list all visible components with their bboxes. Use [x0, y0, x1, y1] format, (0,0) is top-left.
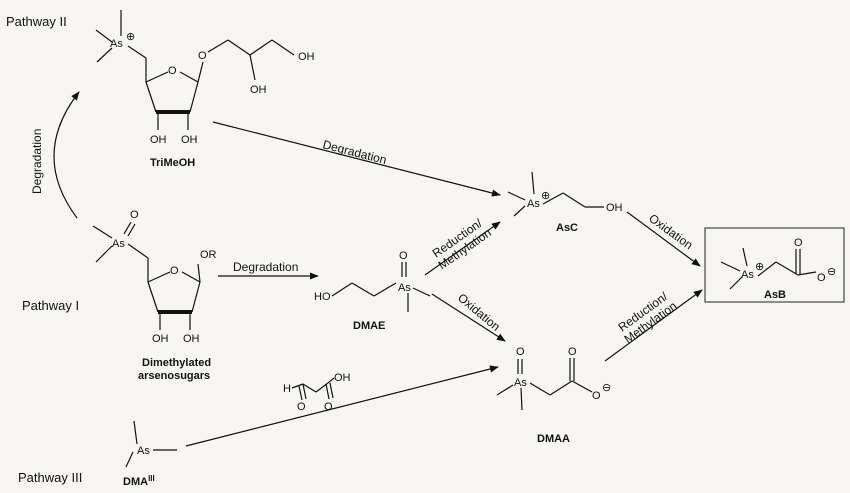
dimethylated-arsenosugar-structure: O As O OH OH OR Dimethylated arsenosugar… — [92, 209, 217, 382]
trimeoh-name: TriMeOH — [150, 157, 195, 169]
dimethylated-ring-o: O — [170, 265, 179, 277]
glyoxylic-oh: OH — [334, 372, 351, 384]
dmaa-charge-minus: ⊖ — [602, 382, 611, 394]
trimeoh-glycosidic-o: O — [198, 50, 207, 62]
asb-carboxylate-o: O — [817, 272, 826, 284]
asb-charge-minus: ⊖ — [827, 266, 836, 278]
dimethylated-as-atom: As — [112, 238, 125, 250]
dmaa-structure: O As O O ⊖ DMAA — [496, 346, 611, 445]
pathway-ii-label: Pathway II — [6, 14, 67, 29]
dmae-as-atom: As — [398, 282, 411, 294]
asb-as-atom: As — [741, 269, 754, 281]
asb-charge: ⊕ — [755, 261, 764, 273]
dma-as-atom: As — [137, 445, 150, 457]
dmaa-carbonyl-o: O — [568, 346, 577, 358]
dmae-name: DMAE — [353, 320, 385, 332]
glyoxylic-o-2: O — [324, 401, 333, 413]
trimeoh-ring-o: O — [168, 65, 177, 77]
degradation-label-vertical: Degradation — [30, 129, 44, 194]
dimethylated-name-line1: Dimethylated — [142, 357, 211, 369]
dimethylated-name-line2: arsenosugars — [138, 370, 210, 382]
trimeoh-oh-glycerol-2: OH — [250, 84, 267, 96]
trimeoh-oh-left: OH — [150, 134, 167, 146]
dmaa-as-atom: As — [514, 377, 527, 389]
asc-oh: OH — [606, 202, 623, 214]
trimeoh-oh-right: OH — [181, 134, 198, 146]
dma-name: DMAIII — [123, 474, 155, 488]
glyoxylic-o-1: O — [297, 401, 306, 413]
asc-as-atom: As — [527, 198, 540, 210]
asc-charge: ⊕ — [541, 190, 550, 202]
dma-iii-structure: As DMAIII — [123, 420, 177, 488]
asb-name: AsB — [764, 289, 786, 301]
dimethylated-oh-left: OH — [152, 333, 169, 345]
dmaa-carboxylate-o: O — [592, 390, 601, 402]
trimeoh-charge: ⊕ — [126, 31, 135, 43]
dimethylated-oh-right: OH — [183, 333, 200, 345]
degradation-label-trimeoh-asc: Degradation — [321, 137, 388, 167]
dmae-ho: HO — [314, 291, 331, 303]
trimeoh-oh-glycerol-3: OH — [298, 51, 315, 63]
pathway-i-label: Pathway I — [22, 298, 79, 313]
asc-name: AsC — [556, 222, 578, 234]
asb-box — [704, 227, 845, 303]
dmae-oxo-o: O — [399, 250, 408, 262]
dmaa-oxo-o: O — [516, 346, 525, 358]
dmae-structure: HO As O DMAE — [314, 250, 431, 332]
pathway-iii-label: Pathway III — [18, 470, 82, 485]
asb-carbonyl-o: O — [794, 237, 803, 249]
trimeoh-as-atom: As — [110, 38, 123, 50]
glyoxylic-acid-structure: H O O OH — [283, 372, 351, 413]
dmaa-name: DMAA — [537, 433, 570, 445]
dimethylated-oxo-o: O — [130, 209, 139, 221]
dimethylated-or-group: OR — [200, 249, 217, 261]
glyoxylic-h: H — [283, 383, 291, 395]
asb-structure: As ⊕ O O ⊖ AsB — [720, 237, 836, 301]
asc-structure: As ⊕ OH AsC — [507, 171, 623, 234]
degradation-label-sugar-dmae: Degradation — [233, 260, 298, 274]
oxidation-label-dmae-dmaa: Oxidation — [455, 291, 503, 334]
trimeoh-structure: As ⊕ O OH OH O OH OH TriMeOH — [95, 10, 315, 169]
